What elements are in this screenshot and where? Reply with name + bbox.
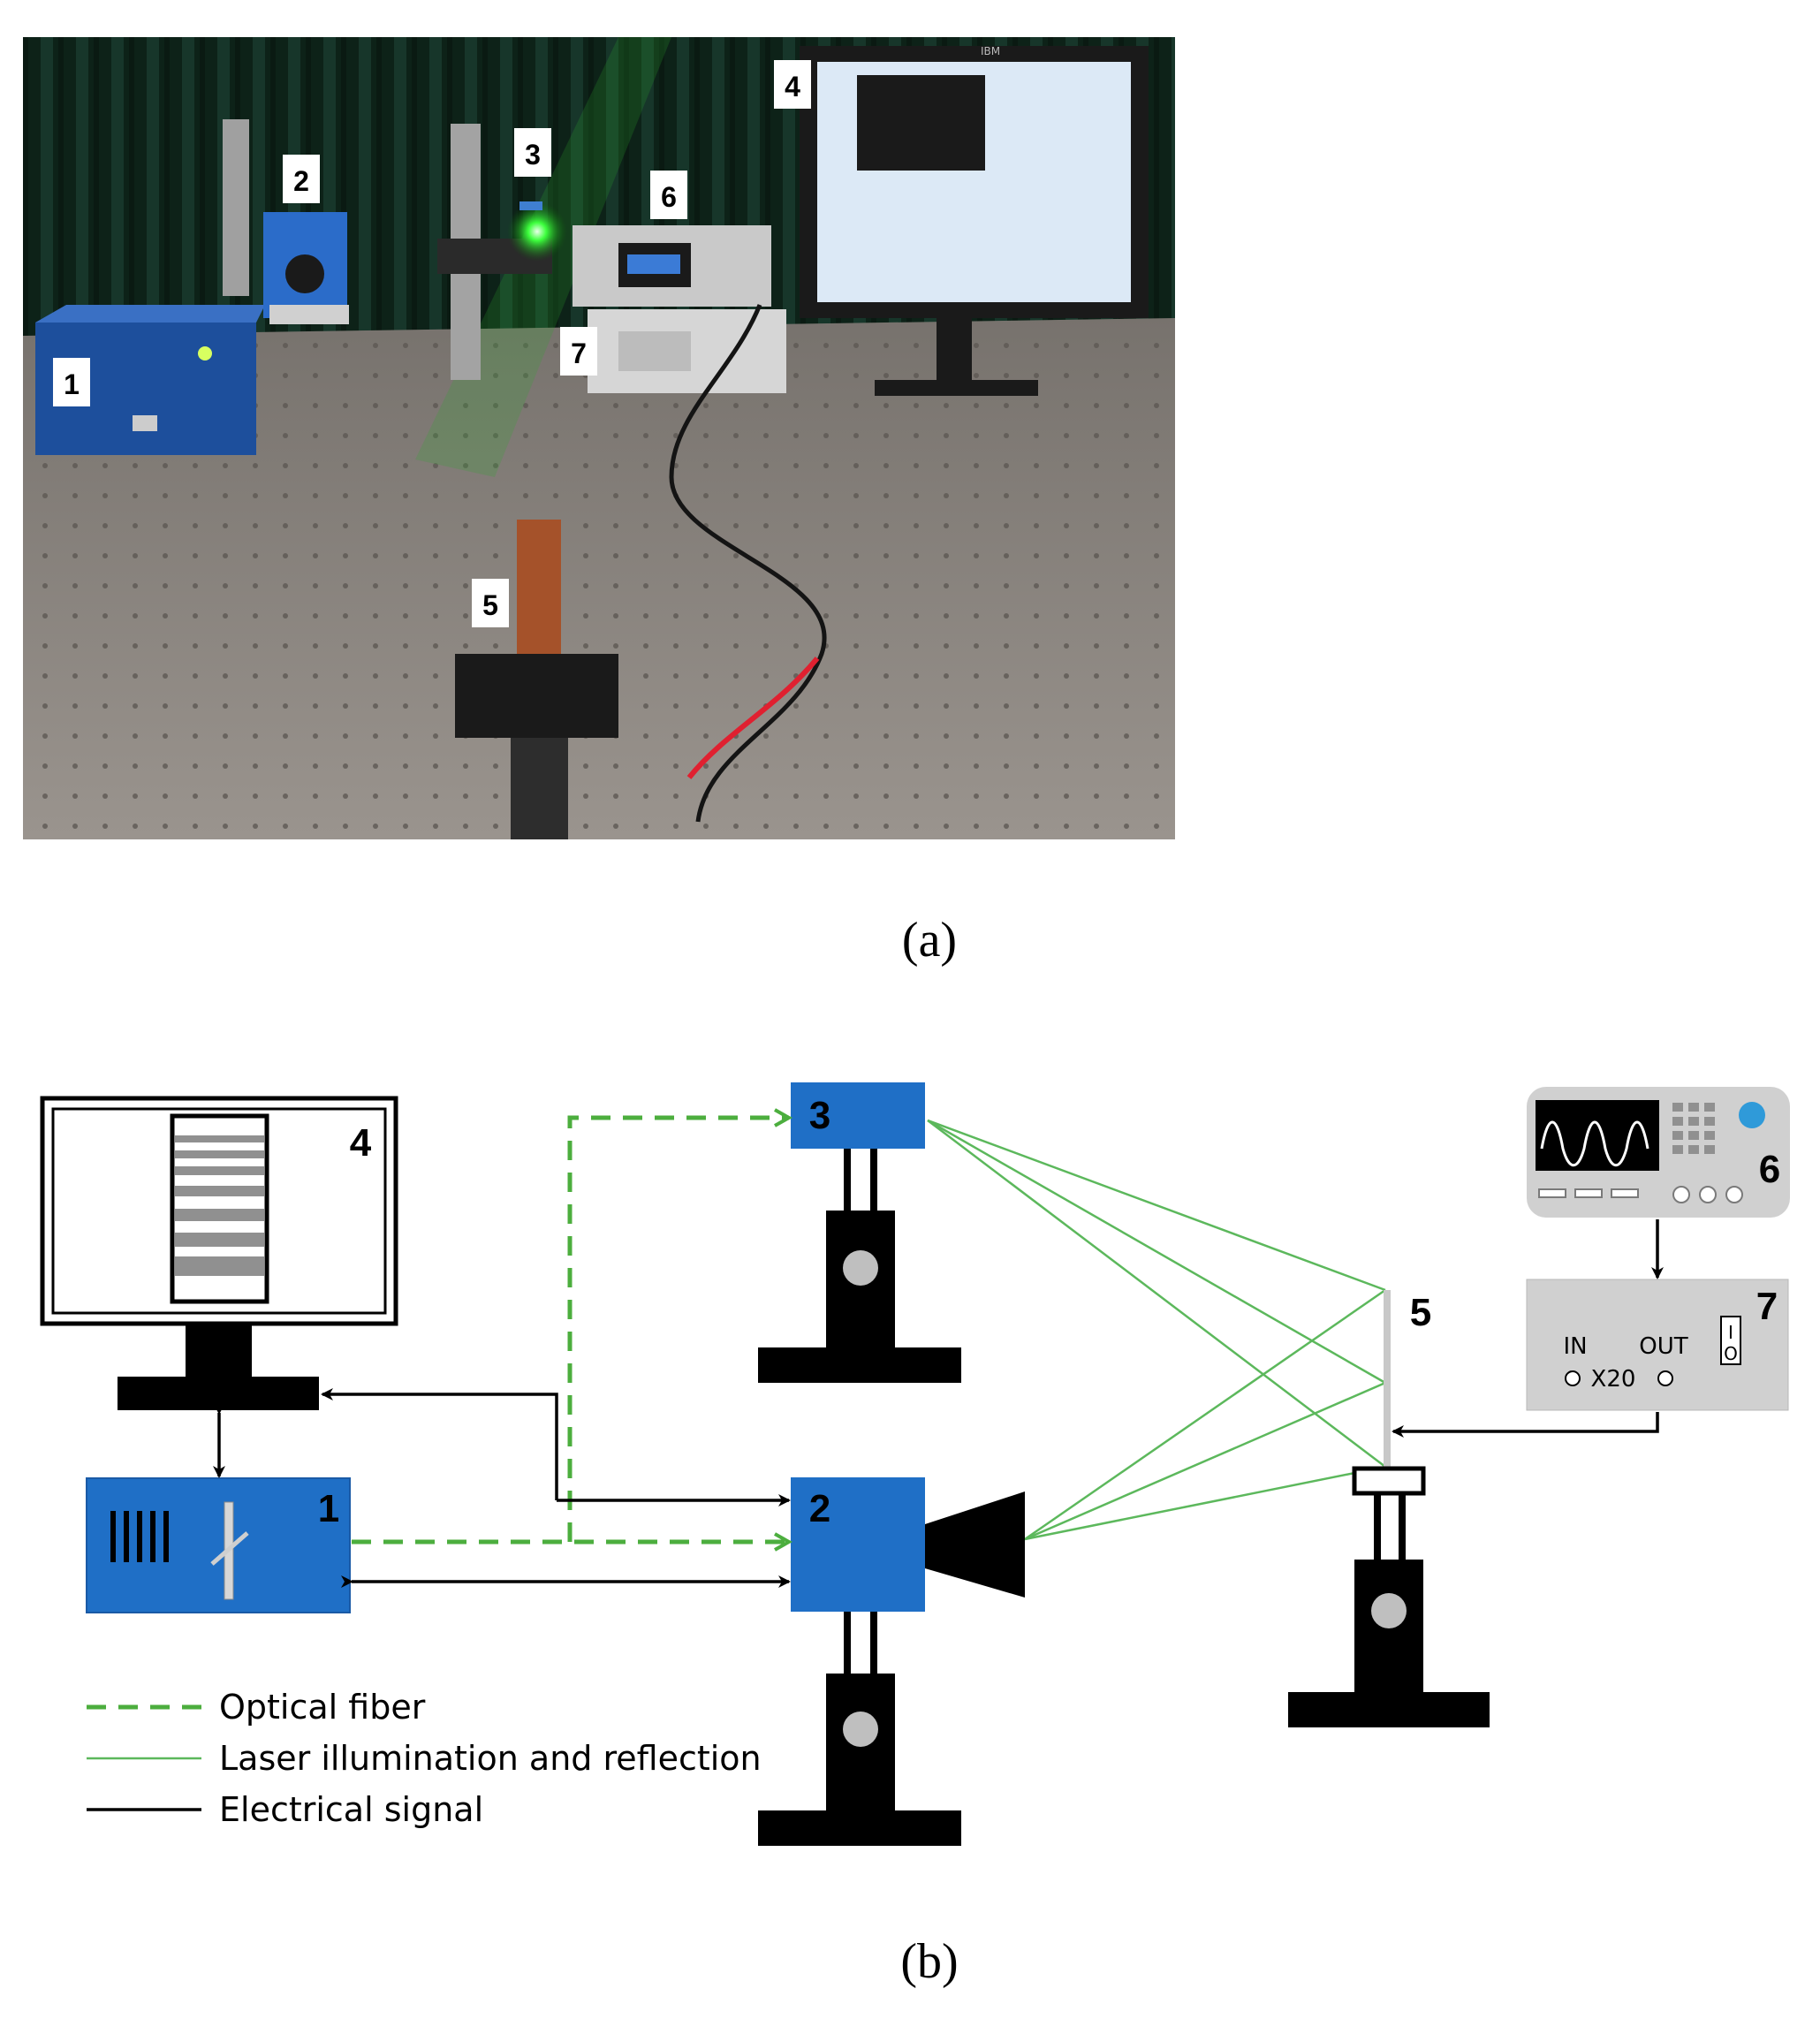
knob-icon (1739, 1102, 1765, 1128)
legend: Optical fiber Laser illumination and ref… (87, 1688, 762, 1829)
camera-stand (758, 1612, 961, 1846)
label-6: 6 (1759, 1148, 1780, 1191)
svg-text:I: I (1728, 1322, 1733, 1343)
photo-label-4: 4 (774, 60, 811, 109)
schematic-generator: 6 (1527, 1087, 1790, 1218)
amp-gain-label: X20 (1591, 1366, 1636, 1393)
photo-label-6: 6 (650, 171, 687, 219)
legend-electrical-signal: Electrical signal (219, 1790, 483, 1829)
grating-icon (110, 1511, 169, 1562)
output-port-icon (1657, 1370, 1673, 1386)
amp-out-label: OUT (1639, 1333, 1687, 1360)
svg-text:3: 3 (525, 139, 541, 171)
photo-illuminator-unit (437, 124, 567, 380)
label-3: 3 (809, 1094, 830, 1137)
amp-in-label: IN (1563, 1333, 1587, 1360)
photo-panel: IBM 1 2 3 4 5 (23, 37, 1175, 839)
photo-generator-unit (573, 225, 771, 307)
schematic-illuminator: 3 (791, 1082, 925, 1149)
photo-label-1: 1 (53, 358, 90, 406)
schematic-panel: 4 1 3 (40, 1082, 1790, 1846)
photo-laser-unit (35, 305, 265, 455)
svg-text:2: 2 (293, 165, 309, 197)
photo-label-2: 2 (283, 155, 320, 203)
svg-text:5: 5 (482, 589, 498, 621)
label-2: 2 (809, 1487, 830, 1530)
specimen-plate (1384, 1290, 1391, 1467)
label-1: 1 (318, 1487, 339, 1530)
schematic-specimen: 5 (1288, 1290, 1490, 1727)
photo-cable (669, 304, 827, 823)
electrical-links (213, 1219, 1664, 1588)
svg-text:1: 1 (64, 368, 80, 400)
label-7: 7 (1756, 1285, 1778, 1328)
schematic-monitor: 4 (40, 1096, 398, 1410)
label-5: 5 (1410, 1291, 1431, 1334)
label-4: 4 (350, 1121, 372, 1165)
caption-b: (b) (900, 1934, 958, 1989)
photo-label-3: 3 (514, 128, 551, 177)
photo-label-5: 5 (472, 579, 509, 627)
schematic-laser: 1 (86, 1477, 351, 1613)
photo-red-lead (686, 657, 820, 779)
function-buttons-icon (1538, 1186, 1743, 1203)
photo-monitor: IBM (800, 45, 1149, 396)
keypad-icon (1672, 1103, 1715, 1154)
photo-amplifier-unit (588, 309, 786, 393)
fringe-pattern-icon (175, 1135, 264, 1276)
schematic-amplifier: 7 IN OUT X20 I O (1526, 1279, 1789, 1411)
photo-camera-unit (223, 119, 349, 324)
legend-laser-illumination: Laser illumination and reflection (219, 1739, 762, 1778)
svg-text:4: 4 (785, 71, 800, 102)
camera-lens-icon (925, 1491, 1025, 1598)
optical-fiber-links (352, 1118, 789, 1542)
laser-rays (927, 1119, 1386, 1541)
photo-label-7: 7 (560, 327, 597, 376)
power-switch-icon: I O (1720, 1316, 1741, 1365)
svg-text:O: O (1724, 1343, 1738, 1364)
illuminator-stand (758, 1149, 961, 1383)
svg-text:7: 7 (571, 338, 587, 369)
input-port-icon (1565, 1370, 1581, 1386)
caption-a: (a) (902, 913, 957, 968)
schematic-camera: 2 (791, 1477, 1025, 1612)
legend-optical-fiber: Optical fiber (219, 1688, 426, 1727)
beam-splitter-icon (210, 1501, 249, 1600)
photo-specimen-holder (455, 520, 618, 839)
waveform-icon (1540, 1120, 1649, 1167)
monitor-brand-text: IBM (981, 45, 1000, 57)
svg-text:6: 6 (661, 181, 677, 213)
